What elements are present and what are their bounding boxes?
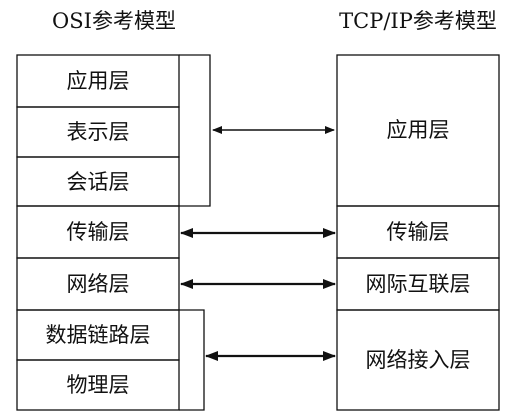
osi-stack [16,54,180,411]
osi-layer-label-presentation: 表示层 [66,120,130,144]
osi-layer-label-transport: 传输层 [66,220,130,244]
tcpip-layer-label-network-access: 网络接入层 [365,348,471,372]
osi-layer-label-session: 会话层 [66,170,130,194]
tcpip-model-title: TCP/IP参考模型 [339,9,497,33]
tcpip-stack [336,54,500,411]
osi-group-brackets [179,54,211,411]
osi-layer-label-network: 网络层 [66,272,130,296]
mapping-arrows [180,126,336,361]
osi-layer-label-datalink: 数据链路层 [45,323,151,347]
tcpip-layer-label-internet: 网际互联层 [365,272,471,296]
tcpip-layer-label-application: 应用层 [386,118,450,142]
upper-group-bracket [179,54,211,207]
tcpip-layer-box-network-access [336,309,500,411]
lower-group-bracket [179,309,205,411]
osi-layer-box-physical [16,359,180,411]
osi-layer-label-application: 应用层 [66,69,130,93]
osi-model-title: OSI参考模型 [52,9,176,33]
osi-layer-label-physical: 物理层 [66,373,130,397]
tcpip-layer-label-transport: 传输层 [386,220,450,244]
